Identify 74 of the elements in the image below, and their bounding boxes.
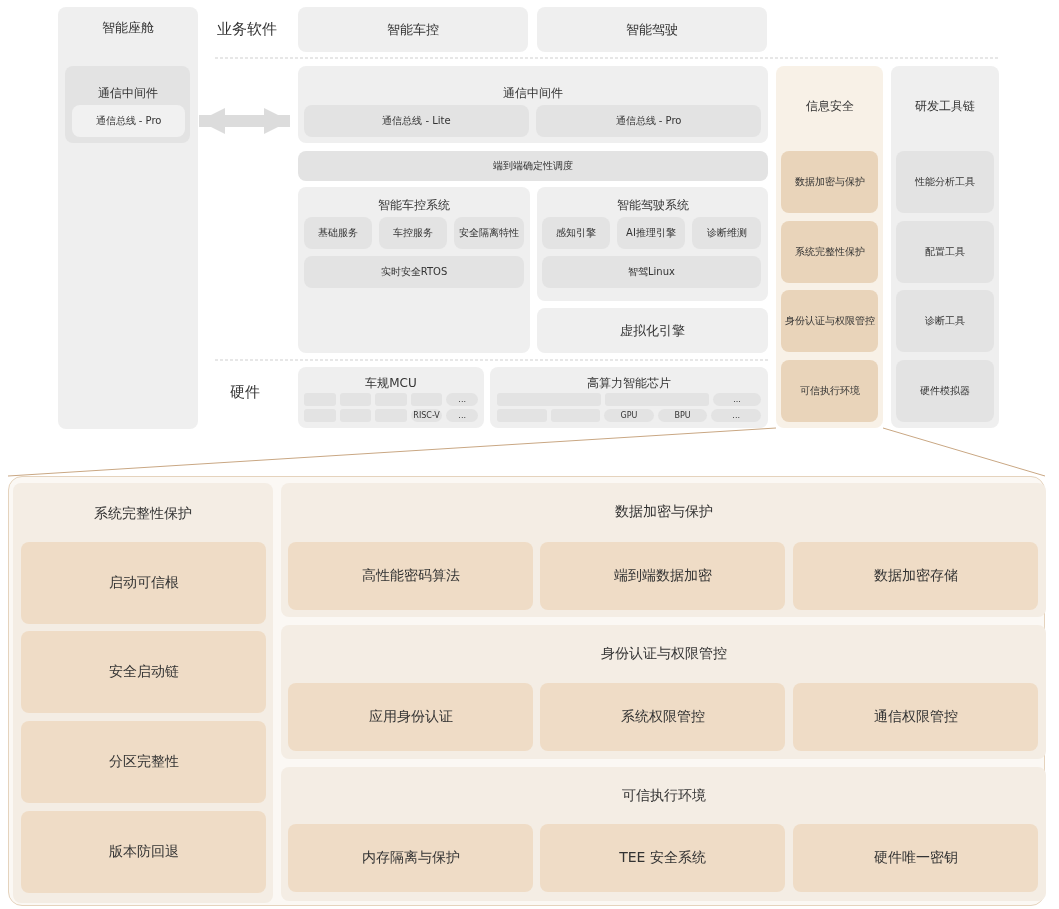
module-box: 实时安全RTOS [304,256,524,288]
group-title: 通信中间件 [96,85,159,102]
feature-box: 系统完整性保护 [781,221,878,283]
feature-box: 分区完整性 [21,721,266,803]
group-title: 通信中间件 [502,85,564,102]
group-panel [13,483,273,903]
module-box: 基础服务 [304,217,372,249]
module-box: 诊断维测 [692,217,761,249]
feature-box: 智能驾驶 [537,7,767,52]
module-box: 端到端确定性调度 [298,151,768,181]
group-title: 可信执行环境 [620,787,707,805]
feature-box: 内存隔离与保护 [288,824,533,892]
group-title: 高算力智能芯片 [586,375,672,392]
module-box: ... [711,409,761,422]
group-title: 系统完整性保护 [93,505,193,523]
group-panel [776,66,883,428]
group-panel [298,367,484,428]
guide-line [882,427,1046,477]
group-title: 智能驾驶系统 [615,197,690,214]
module-box: 安全隔离特性 [454,217,524,249]
module-box: 智驾Linux [542,256,761,288]
module-box: 通信总线 - Pro [536,105,761,137]
module-box: GPU [604,409,654,422]
group-panel [490,367,768,428]
module-box: 车控服务 [379,217,447,249]
group-panel [281,483,1046,617]
module-box: 通信总线 - Lite [304,105,529,137]
module-box: 配置工具 [896,221,994,283]
module-box: ... [446,409,478,422]
double-arrow [199,107,290,135]
layer-label: 硬件 [230,383,260,402]
detail-panel [8,476,1045,906]
group-title: 信息安全 [804,98,855,115]
feature-box: 身份认证与权限管控 [781,290,878,352]
feature-box: 虚拟化引擎 [537,308,768,353]
guide-line [7,427,777,477]
group-title: 研发工具链 [914,98,976,115]
feature-box: 应用身份认证 [288,683,533,751]
feature-box: 数据加密存储 [793,542,1038,610]
feature-box: 版本防回退 [21,811,266,893]
group-title: 智能座舱 [101,19,155,37]
feature-box: 安全启动链 [21,631,266,713]
group-title: 车规MCU [364,375,418,392]
group-title: 智能车控系统 [377,197,451,214]
feature-box: 启动可信根 [21,542,266,624]
group-panel [58,7,198,429]
module-box: 硬件模拟器 [896,360,994,422]
group-panel [298,66,768,143]
layer-label: 业务软件 [217,20,277,39]
group-panel [281,767,1046,901]
group-panel [281,625,1046,759]
feature-box: 通信权限管控 [793,683,1038,751]
feature-box: 智能车控 [298,7,528,52]
module-box: 性能分析工具 [896,151,994,213]
module-box: 感知引擎 [542,217,610,249]
module-box: 通信总线 - Pro [72,105,185,137]
module-box: RISC-V [410,409,443,422]
feature-box: 硬件唯一密钥 [793,824,1038,892]
module-box: BPU [657,409,708,422]
feature-box: 端到端数据加密 [540,542,785,610]
feature-box: 可信执行环境 [781,360,878,422]
module-box: AI推理引擎 [617,217,685,249]
feature-box: 数据加密与保护 [781,151,878,213]
group-panel [891,66,999,428]
group-title: 数据加密与保护 [613,503,714,521]
group-panel [298,187,530,353]
group-panel [537,187,768,301]
module-box: ... [446,393,478,406]
feature-box: 系统权限管控 [540,683,785,751]
feature-box: TEE 安全系统 [540,824,785,892]
module-box: ... [713,393,761,406]
group-title: 身份认证与权限管控 [599,645,728,663]
feature-box: 高性能密码算法 [288,542,533,610]
module-box: 诊断工具 [896,290,994,352]
